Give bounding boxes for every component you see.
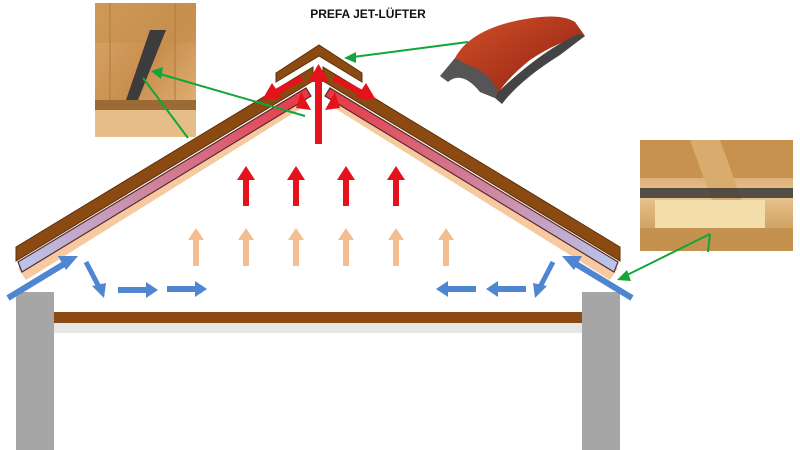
- photo-interior-eaves: [640, 140, 793, 251]
- callout-product-head: [344, 52, 356, 63]
- warm-arrow-3: [293, 238, 299, 266]
- left-eave-inflow-head: [58, 256, 78, 270]
- right-down-arrow: [537, 260, 556, 289]
- left-ventilation-gap: [17, 87, 312, 273]
- callout-ridge-photo-head: [151, 67, 163, 79]
- hot-arrow-4-head: [387, 166, 405, 180]
- right-flow-arrow-2: [448, 286, 476, 292]
- warm-air-arrows: [188, 228, 454, 266]
- callout-ridge-photo: [159, 73, 306, 117]
- callout-ridge-photo-2: [142, 77, 189, 139]
- right-down-arrow-head: [533, 283, 547, 298]
- warm-arrow-5-head: [388, 228, 404, 240]
- callout-eaves-photo: [624, 233, 711, 277]
- hot-arrow-2: [293, 178, 299, 206]
- warm-arrow-6-head: [438, 228, 454, 240]
- right-eave-inflow-head: [562, 256, 582, 270]
- warm-arrow-2-head: [238, 228, 254, 240]
- right-wall: [582, 292, 620, 450]
- callout-lines: [142, 41, 711, 281]
- warm-arrow-4: [343, 238, 349, 266]
- left-flow-arrow-2: [167, 286, 195, 292]
- left-flow-arrow-2-head: [195, 281, 207, 297]
- right-flow-arrow-2-head: [436, 281, 448, 297]
- right-gap-arrow-head: [325, 92, 340, 110]
- right-ridge-exit-head: [356, 83, 376, 100]
- ceiling-slab: [54, 323, 582, 333]
- left-ridge-exit-head: [262, 83, 282, 100]
- diagram-title: PREFA JET-LÜFTER: [310, 6, 426, 21]
- warm-arrow-1-head: [188, 228, 204, 240]
- hot-arrow-1-head: [237, 166, 255, 180]
- warm-arrow-6: [443, 238, 449, 266]
- left-flow-arrow-1-head: [146, 282, 158, 298]
- right-flow-arrow-1: [498, 286, 526, 292]
- left-ridge-exit-arrow: [274, 75, 304, 95]
- ridge-cap: [275, 44, 363, 83]
- hot-arrow-1: [243, 178, 249, 206]
- ridge-vent-product: [440, 16, 585, 104]
- hot-air-arrows: [237, 64, 405, 206]
- warm-arrow-4-head: [338, 228, 354, 240]
- photo-interior-ridge: [95, 3, 196, 137]
- warm-arrow-2: [243, 238, 249, 266]
- right-flow-arrow-1-head: [486, 281, 498, 297]
- hot-arrow-2-head: [287, 166, 305, 180]
- hot-arrow-4: [393, 178, 399, 206]
- right-eave-inflow-arrow: [574, 261, 634, 301]
- warm-arrow-5: [393, 238, 399, 266]
- left-down-arrow: [83, 260, 102, 289]
- right-ridge-exit-arrow: [332, 75, 362, 95]
- left-gap-arrow-head: [296, 92, 311, 110]
- warm-arrow-1: [193, 238, 199, 266]
- left-eave-inflow-arrow: [6, 261, 66, 301]
- warm-arrow-3-head: [288, 228, 304, 240]
- callout-eaves-photo-2: [707, 233, 711, 253]
- left-down-arrow-head: [92, 283, 106, 298]
- ceiling-beam: [54, 312, 582, 323]
- ridge-exhaust-arrow-head: [308, 64, 329, 82]
- cold-air-arrows: [6, 256, 634, 301]
- hot-arrow-3-head: [337, 166, 355, 180]
- left-flow-arrow-1: [118, 287, 146, 293]
- hot-arrow-3: [343, 178, 349, 206]
- ridge-exhaust-arrow: [315, 80, 322, 144]
- callout-eaves-photo-head: [617, 270, 631, 281]
- callout-product: [352, 41, 469, 58]
- right-ventilation-gap: [324, 87, 619, 273]
- left-wall: [16, 292, 54, 450]
